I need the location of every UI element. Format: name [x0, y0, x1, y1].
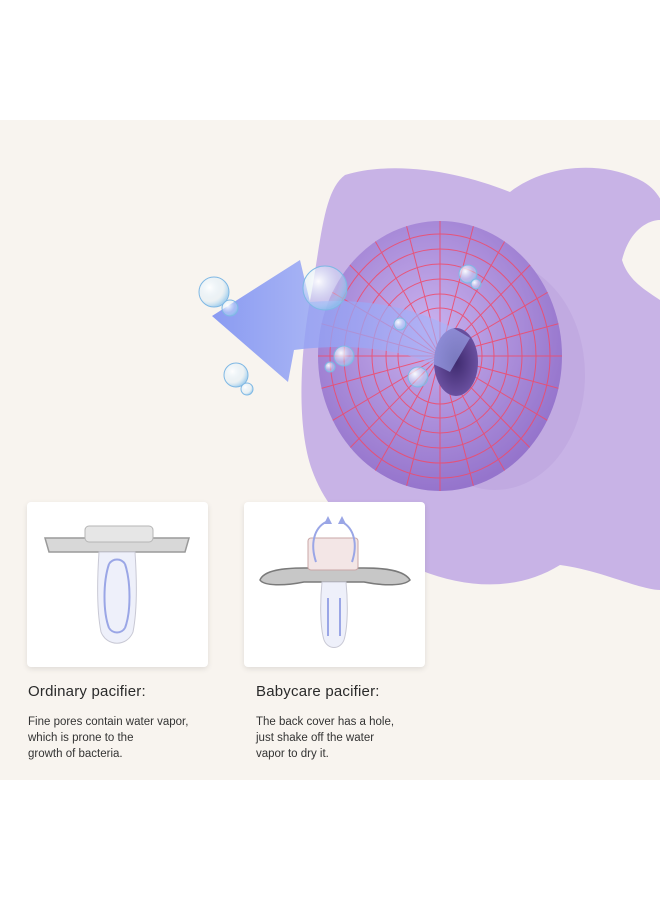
- ordinary-pacifier-heading: Ordinary pacifier:: [28, 683, 146, 700]
- ordinary-pacifier-diagram: [44, 525, 190, 644]
- pacifier-illustration: [198, 167, 660, 590]
- babycare-pacifier-heading: Babycare pacifier:: [256, 683, 380, 700]
- product-canvas: Ordinary pacifier: Fine pores contain wa…: [0, 120, 660, 780]
- babycare-pacifier-description: The back cover has a hole, just shake of…: [256, 716, 395, 760]
- water-bubble-icon: [198, 264, 482, 396]
- airflow-arrow-icon: [212, 260, 470, 382]
- ordinary-pacifier-description: Fine pores contain water vapor, which is…: [28, 716, 189, 760]
- ordinary-pacifier-card: [27, 502, 208, 667]
- babycare-pacifier-card: [244, 502, 425, 667]
- babycare-pacifier-diagram: [259, 516, 411, 648]
